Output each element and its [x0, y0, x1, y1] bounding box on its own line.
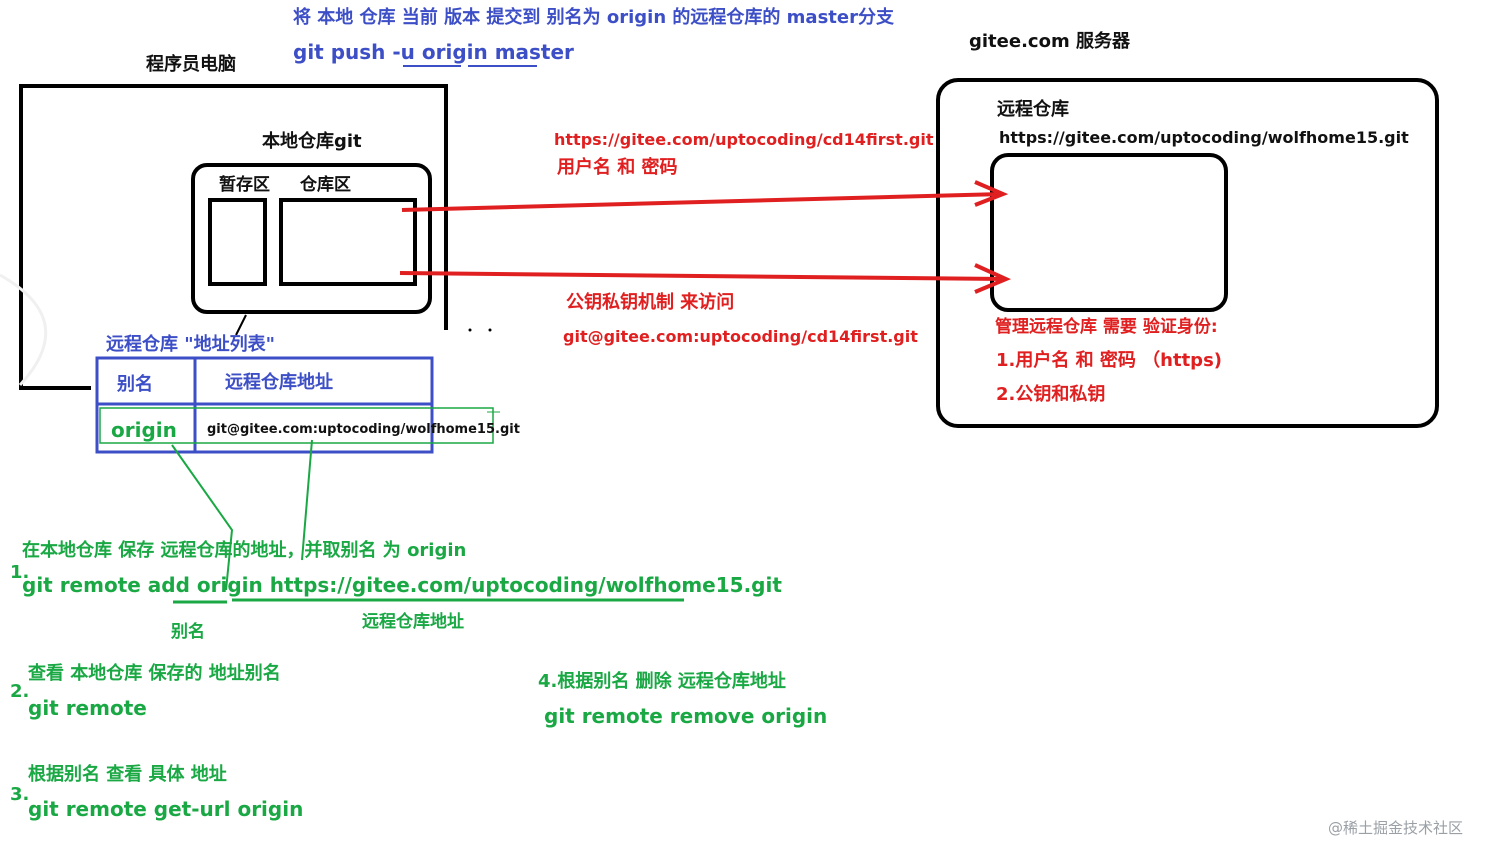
address-table-title: 远程仓库 "地址列表" — [106, 334, 276, 355]
push-caption: 将 本地 仓库 当前 版本 提交到 别名为 origin 的远程仓库的 mast… — [293, 7, 894, 28]
local-repo-connector — [235, 314, 247, 336]
table-cell-url: git@gitee.com:uptocoding/wolfhome15.git — [207, 422, 520, 437]
step1-number: 1. — [10, 562, 30, 583]
local-repo-box — [191, 163, 432, 314]
auth-method-1: 1.用户名 和 密码 （https) — [996, 350, 1223, 371]
https-url: https://gitee.com/uptocoding/cd14first.g… — [554, 130, 934, 149]
table-header-url: 远程仓库地址 — [225, 372, 333, 393]
step1-alias-annotation: 别名 — [171, 622, 205, 642]
step3-command: git remote get-url origin — [28, 797, 304, 821]
alias-connector — [171, 444, 234, 591]
step4-command: git remote remove origin — [544, 704, 828, 728]
https-auth-label: 用户名 和 密码 — [557, 157, 678, 178]
ssh-auth-label: 公钥私钥机制 来访问 — [566, 292, 735, 313]
https-arrow-head — [974, 180, 1009, 207]
dot — [468, 328, 472, 332]
dot — [488, 328, 492, 332]
push-command: git push -u origin master — [293, 40, 574, 64]
staging-area-box — [208, 198, 267, 286]
repository-area-label: 仓库区 — [300, 175, 351, 195]
auth-title: 管理远程仓库 需要 验证身份: — [995, 317, 1218, 337]
step1-url-annotation: 远程仓库地址 — [362, 612, 464, 632]
repository-area-box — [279, 198, 417, 286]
ssh-arrow-head — [974, 263, 1012, 294]
server-frame — [936, 78, 1439, 428]
row-highlight — [99, 407, 494, 444]
auth-method-2: 2.公钥和私钥 — [996, 384, 1106, 405]
table-header-alias: 别名 — [117, 374, 153, 395]
programmer-pc-frame — [19, 84, 448, 390]
remote-repo-title: 远程仓库 — [997, 99, 1069, 120]
step3-number: 3. — [10, 784, 30, 805]
step2-command: git remote — [28, 696, 147, 720]
step1-command: git remote add origin https://gitee.com/… — [22, 573, 782, 597]
server-title: gitee.com 服务器 — [969, 31, 1130, 52]
programmer-pc-title: 程序员电脑 — [146, 54, 236, 75]
url-connector — [301, 439, 313, 561]
step4-description: 4.根据别名 删除 远程仓库地址 — [538, 671, 786, 692]
https-arrow-line — [401, 192, 1004, 212]
faint-arc — [0, 273, 48, 387]
table-cell-alias: origin — [111, 418, 177, 442]
local-repo-title: 本地仓库git — [262, 131, 362, 152]
remote-repo-url: https://gitee.com/uptocoding/wolfhome15.… — [999, 128, 1409, 147]
step3-description: 根据别名 查看 具体 地址 — [28, 764, 227, 785]
ssh-url: git@gitee.com:uptocoding/cd14first.git — [563, 327, 918, 346]
staging-area-label: 暂存区 — [219, 175, 270, 195]
step2-description: 查看 本地仓库 保存的 地址别名 — [28, 663, 281, 684]
ssh-arrow-line — [399, 271, 1007, 281]
remote-repo-box — [990, 153, 1228, 312]
watermark: @稀土掘金技术社区 — [1328, 819, 1464, 837]
step1-description: 在本地仓库 保存 远程仓库的地址，并取别名 为 origin — [22, 540, 467, 561]
step2-number: 2. — [10, 681, 30, 702]
